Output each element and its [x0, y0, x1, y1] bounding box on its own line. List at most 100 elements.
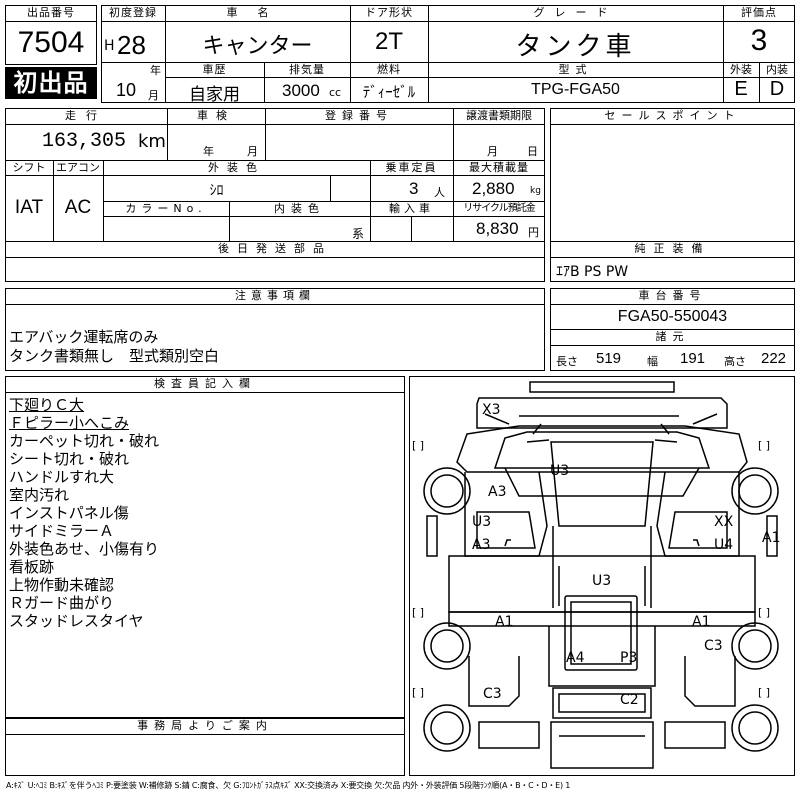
footer-legend: A:ｷｽﾞ U:ﾍｺﾐ B:ｷｽﾞを伴うﾍｺﾐ P:要塗装 W:補修跡 S:錆 … — [6, 781, 571, 790]
bracket-left-top: [ ] — [412, 439, 425, 452]
lot-number-box — [5, 5, 97, 65]
first-reg-label: 初度登録 — [109, 6, 157, 19]
ac-label: エアコン — [56, 161, 100, 174]
inspector-box — [5, 376, 405, 718]
width: 191 — [680, 350, 706, 367]
import-label: 輸入車 — [389, 202, 434, 215]
inspector-line-4: シート切れ・破れ — [9, 450, 130, 468]
recycle-fee: 8,830 — [476, 219, 519, 238]
door-type: 2T — [374, 28, 403, 55]
reg-year: 28 — [117, 30, 146, 60]
shift: IAT — [14, 197, 44, 218]
mark-a1-right: A1 — [762, 530, 781, 546]
mark-x3: X3 — [482, 402, 501, 418]
notes-label: 注意事項欄 — [235, 289, 315, 302]
lot-no-label: 出品番号 — [27, 6, 75, 19]
grade-label: グレード — [533, 6, 618, 19]
inspector-line-13: スタッドレスタイヤ — [9, 612, 144, 630]
month-unit: 月 — [148, 89, 159, 102]
mark-c3-right: C3 — [704, 638, 723, 654]
fuel: ﾃﾞｨｰｾﾞﾙ — [362, 83, 416, 101]
interior-grade: D — [769, 78, 785, 100]
transfer-label: 譲渡書類期限 — [466, 109, 532, 122]
inspection-year-unit: 年 — [203, 145, 214, 158]
bracket-right-top: [ ] — [758, 439, 771, 452]
mark-a3-left2: A3 — [472, 537, 491, 553]
recycle-label: リサイクル預託金 — [463, 203, 536, 214]
score: 3 — [750, 24, 768, 57]
bracket-left-bot: [ ] — [412, 686, 425, 699]
dims-label: 諸元 — [655, 330, 690, 343]
inspector-line-12: Ｒガード曲がり — [9, 594, 115, 612]
max-load-unit: kg — [530, 186, 541, 196]
mileage-unit: km — [138, 131, 166, 152]
displacement-label: 排気量 — [289, 63, 325, 76]
notes-box — [5, 288, 545, 371]
door-label: ドア形状 — [365, 6, 413, 19]
score-label: 評価点 — [741, 6, 777, 19]
interior-color-label: 内装色 — [274, 202, 325, 215]
height-label: 高さ — [724, 355, 746, 368]
mark-u3-left: U3 — [472, 514, 492, 530]
grade: タンク車 — [515, 32, 636, 62]
lot-number: 7504 — [17, 26, 85, 59]
first-listing-badge: 初出品 — [5, 67, 97, 99]
inspector-line-7: インストパネル傷 — [9, 504, 129, 522]
bracket-left-mid: [ ] — [412, 606, 425, 619]
fuel-label: 燃料 — [377, 63, 401, 76]
reg-no-label: 登録番号 — [325, 109, 393, 122]
color: ｼﾛ — [209, 183, 224, 199]
year-unit: 年 — [150, 64, 161, 77]
inspector-line-6: 室内汚れ — [9, 486, 70, 504]
width-label: 幅 — [647, 355, 658, 368]
bracket-right-bot: [ ] — [758, 686, 771, 699]
interior-label: 内装 — [766, 63, 788, 76]
length-label: 長さ — [556, 355, 578, 368]
mark-u4: U4 — [714, 537, 734, 553]
sales-point-label: セールスポイント — [604, 109, 741, 122]
capacity-unit: 人 — [434, 186, 445, 199]
exterior-grade: E — [734, 78, 748, 100]
later-parts-label: 後日発送部品 — [218, 242, 332, 255]
inspector-line-9: 外装色あせ、小傷有り — [9, 540, 160, 558]
reg-month: 10 — [116, 80, 137, 100]
mark-p3: P3 — [620, 650, 638, 666]
inspection-label: 車検 — [197, 109, 235, 122]
inspector-line-3: カーペット切れ・破れ — [9, 432, 160, 450]
mark-a3-left: A3 — [488, 484, 507, 500]
max-load: 2,880 — [472, 179, 515, 198]
transfer-month-unit: 月 — [487, 145, 498, 158]
history-label: 車歴 — [202, 63, 227, 76]
ac: AC — [64, 197, 92, 218]
mark-a1-right-frame: A1 — [692, 614, 711, 630]
color-label: 外装色 — [208, 161, 265, 174]
inspection-month-unit: 月 — [247, 145, 258, 158]
equipment-value: ｴｱB PS PW — [556, 264, 629, 280]
chassis-label: 車台番号 — [638, 289, 707, 302]
capacity: 3 — [409, 179, 419, 198]
bracket-right-mid: [ ] — [758, 606, 771, 619]
length: 519 — [596, 350, 622, 367]
car-name: キャンター — [202, 34, 313, 59]
model-label: 型式 — [558, 63, 593, 76]
displacement-unit: cc — [329, 86, 342, 99]
specs-block — [5, 108, 545, 282]
era: H — [104, 38, 115, 54]
inspector-line-8: サイドミラーＡ — [9, 522, 115, 540]
height: 222 — [761, 350, 787, 367]
mileage: 163,305 — [42, 130, 127, 153]
max-load-label: 最大積載量 — [469, 161, 529, 174]
inspector-line-2: Ｆピラー小へこみ — [9, 414, 130, 432]
equipment-label: 純正装備 — [634, 242, 711, 255]
model: TPG-FGA50 — [531, 81, 620, 98]
vehicle-outline-diagram — [423, 381, 779, 769]
mark-c2: C2 — [620, 692, 639, 708]
color-no-label: カラーNo. — [125, 202, 207, 215]
inspector-line-11: 上物作動未確認 — [9, 576, 115, 594]
sales-point-box — [550, 108, 795, 282]
history: 自家用 — [189, 85, 240, 105]
displacement: 3000 — [282, 81, 320, 100]
shift-label: シフト — [12, 161, 46, 174]
mileage-label: 走行 — [65, 109, 107, 122]
car-name-label: 車名 — [226, 6, 289, 19]
